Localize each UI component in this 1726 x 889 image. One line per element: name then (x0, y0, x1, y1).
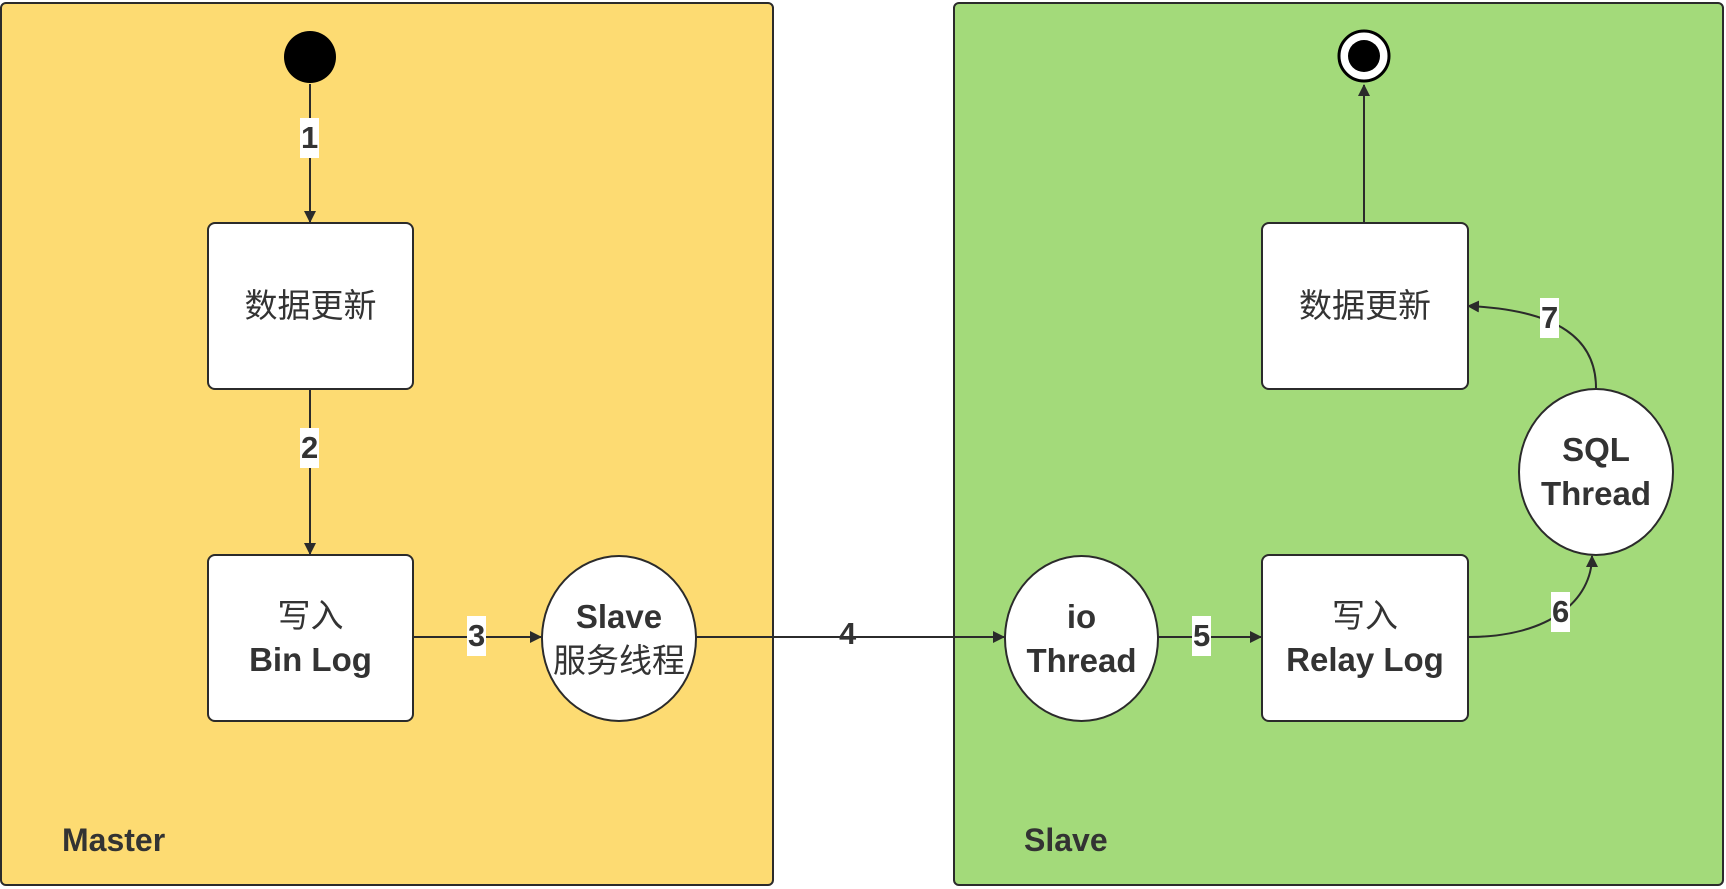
slave-service-label-line2: 服务线程 (553, 640, 685, 680)
edge-5-label: 5 (1192, 616, 1212, 656)
binlog-box: 写入 Bin Log (207, 554, 414, 722)
slave-update-label: 数据更新 (1299, 286, 1431, 325)
master-lane (0, 2, 774, 886)
edge-7 (1467, 300, 1597, 389)
sql-thread-label-line1: SQL (1562, 431, 1630, 468)
master-update-box: 数据更新 (207, 222, 414, 390)
edge-1-label: 1 (300, 118, 320, 158)
final-state-icon (1337, 29, 1391, 83)
slave-service-thread-node: Slave 服务线程 (541, 555, 697, 722)
edge-4-label: 4 (839, 616, 857, 651)
slave-service-label-line1: Slave (575, 597, 663, 635)
master-update-label: 数据更新 (244, 286, 377, 325)
relay-log-box: 写入 Relay Log (1261, 554, 1469, 722)
binlog-label-line2: Bin Log (249, 641, 372, 678)
relay-label-line2: Relay Log (1286, 641, 1444, 678)
relay-label-line1: 写入 (1332, 596, 1398, 635)
master-lane-label: Master (62, 822, 166, 858)
edge-6 (1467, 555, 1598, 638)
edge-3-label: 3 (467, 616, 487, 656)
sql-thread-label-line2: Thread (1540, 475, 1652, 512)
sql-thread-node: SQL Thread (1518, 388, 1674, 556)
edge-2-label: 2 (300, 428, 320, 468)
slave-update-box: 数据更新 (1261, 222, 1469, 390)
binlog-label-line1: 写入 (277, 596, 344, 635)
io-thread-label-line1: io (1066, 597, 1097, 635)
edge-6-label: 6 (1551, 592, 1571, 632)
slave-lane-label: Slave (1024, 822, 1108, 858)
io-thread-label-line2: Thread (1026, 641, 1137, 679)
io-thread-node: io Thread (1004, 555, 1159, 722)
initial-state-icon (284, 31, 336, 83)
edge-7-label: 7 (1540, 298, 1560, 338)
